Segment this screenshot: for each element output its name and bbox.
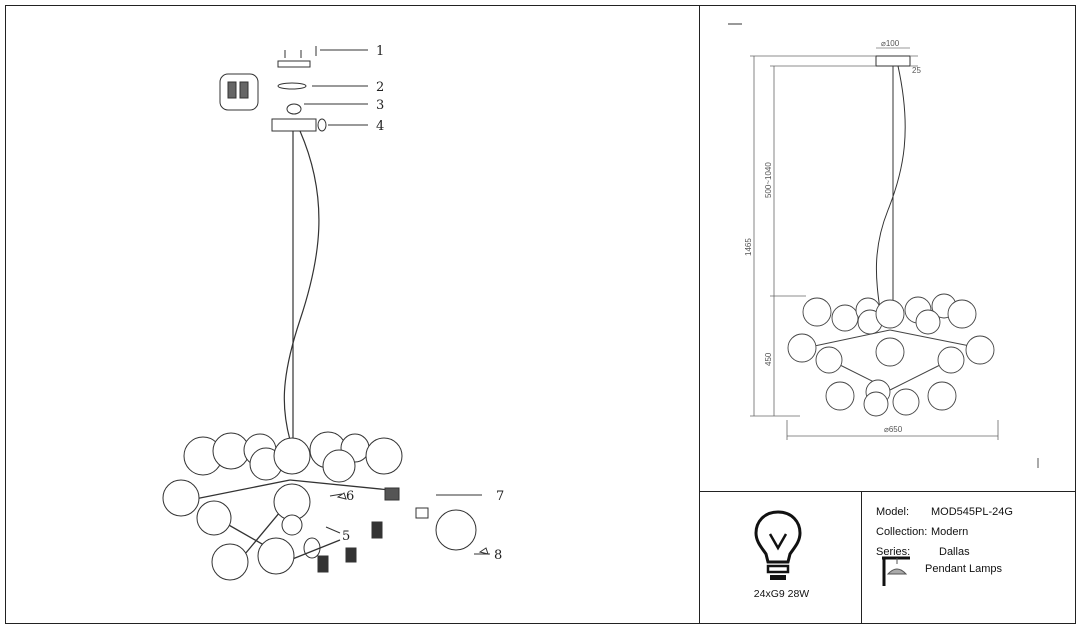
body-height-dim: 450 [764, 352, 773, 366]
body-diameter-dim: ⌀650 [884, 425, 903, 434]
lamp-spec-label: 24xG9 28W [753, 588, 810, 600]
callout-1: 1 [376, 44, 384, 59]
collection-label: Collection: [876, 526, 928, 538]
callout-3: 3 [376, 98, 384, 113]
model-label: Model: [876, 506, 910, 518]
callout-2: 2 [376, 80, 384, 95]
series-label: Series: [876, 546, 911, 558]
model-value: MOD545PL-24G [931, 506, 1013, 518]
cable-range-dim: 500~1040 [764, 162, 773, 198]
canopy-height-dim: 25 [912, 66, 921, 75]
collection-value: Modern [931, 526, 969, 538]
canopy-width-dim: ⌀100 [881, 39, 900, 48]
type-value: Pendant Lamps [925, 563, 1003, 575]
callout-8: 8 [494, 548, 502, 563]
pendant-lamp-icon [882, 556, 910, 586]
total-height-dim: 1465 [744, 238, 753, 256]
series-value: Dallas [939, 546, 970, 558]
callout-5: 5 [342, 529, 350, 544]
callout-6: 6 [346, 489, 354, 504]
lightbulb-icon [754, 510, 802, 580]
callout-7: 7 [496, 489, 504, 504]
product-info-panel: Model: MOD545PL-24G Collection: Modern S… [861, 491, 1076, 624]
callout-4: 4 [376, 119, 384, 134]
